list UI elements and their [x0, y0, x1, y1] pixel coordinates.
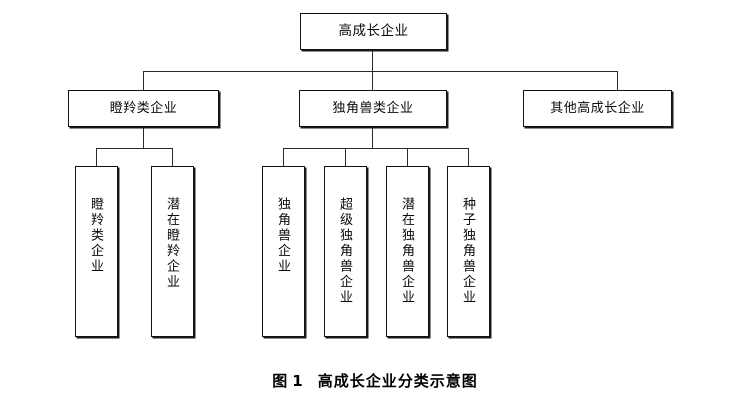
node-gazelle[interactable]: 瞪羚类企业	[75, 166, 118, 337]
connector-gazelle-bus	[96, 148, 172, 149]
connector-drop-potential-unicorn	[407, 148, 408, 166]
node-label: 独角兽企业	[276, 197, 291, 275]
node-potential-gazelle[interactable]: 潜在瞪羚企业	[151, 166, 194, 337]
node-other-growth[interactable]: 其他高成长企业	[523, 90, 672, 127]
node-potential-unicorn[interactable]: 潜在独角兽企业	[386, 166, 429, 337]
connector-root-bus	[143, 71, 618, 72]
node-gazelle-class[interactable]: 瞪羚类企业	[68, 90, 219, 127]
connector-drop-unicorn-class	[372, 71, 373, 90]
node-label: 潜在独角兽企业	[400, 197, 415, 306]
node-super-unicorn[interactable]: 超级独角兽企业	[324, 166, 367, 337]
connector-drop-other-growth	[617, 71, 618, 90]
node-label: 其他高成长企业	[550, 100, 645, 116]
connector-drop-potential-gazelle	[172, 148, 173, 166]
connector-gazelle-stem	[143, 127, 144, 149]
figure-caption-prefix: 图	[272, 372, 289, 390]
connector-drop-seed-unicorn	[468, 148, 469, 166]
connector-drop-gazelle	[96, 148, 97, 166]
connector-unicorn-stem	[372, 127, 373, 149]
node-high-growth[interactable]: 高成长企业	[300, 13, 447, 50]
connector-drop-gazelle-class	[143, 71, 144, 90]
connector-drop-super-unicorn	[345, 148, 346, 166]
node-label: 种子独角兽企业	[461, 197, 476, 306]
connector-drop-unicorn	[283, 148, 284, 166]
node-label: 超级独角兽企业	[338, 197, 353, 306]
node-label: 高成长企业	[338, 23, 409, 39]
figure-caption-number: 1	[292, 372, 304, 390]
node-label: 独角兽类企业	[332, 100, 414, 116]
node-label: 潜在瞪羚企业	[165, 197, 180, 290]
node-unicorn[interactable]: 独角兽企业	[262, 166, 305, 337]
node-label: 瞪羚类企业	[89, 197, 104, 275]
node-seed-unicorn[interactable]: 种子独角兽企业	[447, 166, 490, 337]
connector-unicorn-bus	[283, 148, 469, 149]
node-unicorn-class[interactable]: 独角兽类企业	[299, 90, 447, 127]
connector-root-stem	[372, 50, 373, 72]
figure-caption-title: 高成长企业分类示意图	[317, 372, 478, 390]
node-label: 瞪羚类企业	[109, 100, 178, 116]
